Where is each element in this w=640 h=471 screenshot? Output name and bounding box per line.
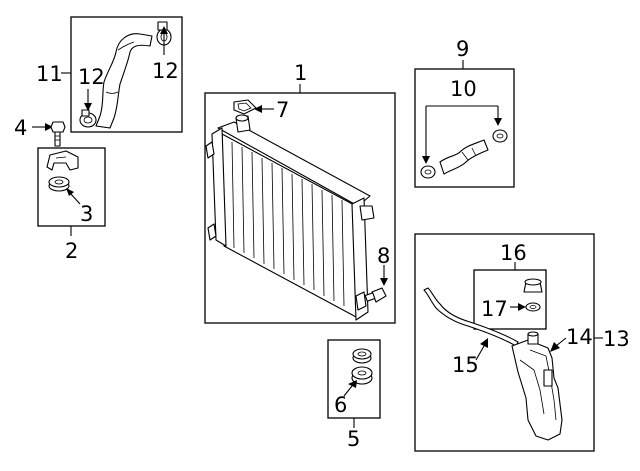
reservoir-tank [511,331,563,441]
callout-3: 3 [80,202,93,226]
bracket [46,150,79,171]
hose-group-11: 11 12 12 [36,16,183,133]
callout-16: 16 [500,241,527,265]
seal-7 [233,99,257,115]
callout-1: 1 [294,61,307,85]
radiator [205,114,375,321]
callout-9: 9 [456,37,469,61]
o-ring-17 [525,302,541,312]
box-13 [414,233,595,452]
hose-clamp-lower [79,109,97,128]
box-9 [414,68,515,188]
callout-8: 8 [377,244,390,268]
box-16 [473,269,547,330]
callout-10: 10 [450,77,477,101]
grommet-3 [48,176,70,192]
callout-6: 6 [334,393,347,417]
drain-plug-8 [364,287,387,303]
box-11 [70,16,183,133]
callout-13: 13 [603,327,630,351]
callout-12-left: 12 [78,65,105,89]
callout-14: 14 [566,325,593,349]
bracket-group-2: 3 2 [37,147,106,263]
hose-group-9: 9 10 [414,37,515,188]
hose-clamp-right [492,129,508,143]
grommet-upper [352,348,372,364]
bolt-4: 4 [14,116,66,147]
callout-12-right: 12 [152,59,179,83]
callout-17: 17 [481,297,508,321]
callout-4: 4 [14,116,27,140]
callout-15: 15 [452,353,479,377]
hose-clamp-left [420,165,436,179]
callout-2: 2 [65,239,78,263]
grommet-group-5: 5 6 [327,339,381,451]
upper-hose [95,33,153,129]
lower-hose [439,139,489,175]
callout-11: 11 [36,62,63,86]
reservoir-cap [523,278,543,293]
reservoir-group-13: 13 16 17 15 14 [414,233,630,452]
grommet-6 [351,366,373,385]
callout-5: 5 [347,427,360,451]
callout-7: 7 [276,98,289,122]
radiator-group-1: 1 [204,61,396,324]
